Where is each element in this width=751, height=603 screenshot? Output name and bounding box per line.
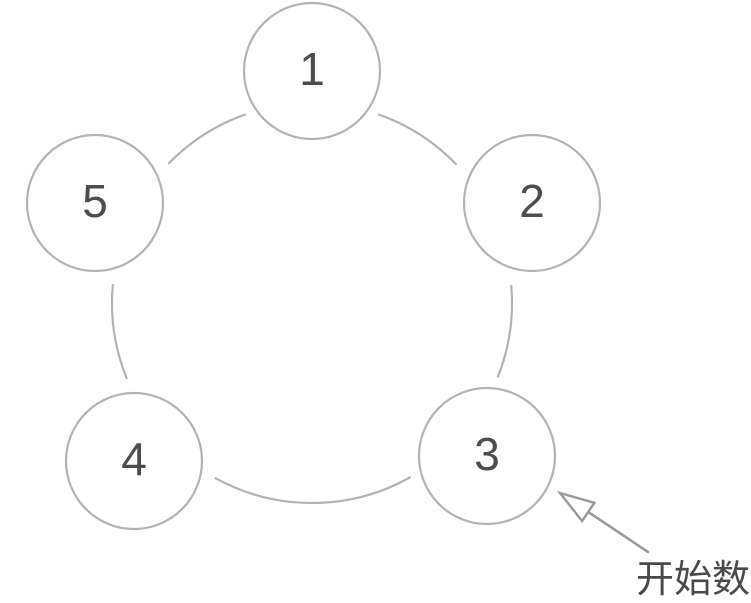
arc-3-4 bbox=[214, 476, 411, 505]
node-4-label: 4 bbox=[121, 433, 147, 485]
arc-5-1 bbox=[167, 113, 247, 165]
annotation-arrow-shaft bbox=[584, 509, 650, 554]
arc-4-5 bbox=[110, 283, 128, 380]
node-5[interactable]: 5 bbox=[25, 133, 165, 273]
edges-layer bbox=[110, 113, 514, 505]
node-5-label: 5 bbox=[82, 175, 108, 227]
arc-2-3 bbox=[496, 284, 514, 378]
nodes-layer: 1 2 3 4 5 bbox=[25, 1, 602, 531]
node-4-circle[interactable] bbox=[64, 391, 204, 531]
arc-1-2 bbox=[377, 113, 457, 166]
node-5-circle[interactable] bbox=[25, 133, 165, 273]
node-1-circle[interactable] bbox=[242, 1, 382, 141]
node-2-circle[interactable] bbox=[462, 133, 602, 273]
node-2[interactable]: 2 bbox=[462, 133, 602, 273]
node-3-label: 3 bbox=[474, 428, 500, 480]
annotation-arrowhead-icon bbox=[556, 490, 597, 524]
node-3[interactable]: 3 bbox=[417, 386, 557, 526]
node-2-label: 2 bbox=[519, 175, 545, 227]
node-3-circle[interactable] bbox=[417, 386, 557, 526]
node-1[interactable]: 1 bbox=[242, 1, 382, 141]
node-1-label: 1 bbox=[299, 43, 325, 95]
annotation-arrow-group bbox=[556, 490, 650, 554]
node-4[interactable]: 4 bbox=[64, 391, 204, 531]
annotation-label: 开始数 bbox=[636, 557, 750, 601]
